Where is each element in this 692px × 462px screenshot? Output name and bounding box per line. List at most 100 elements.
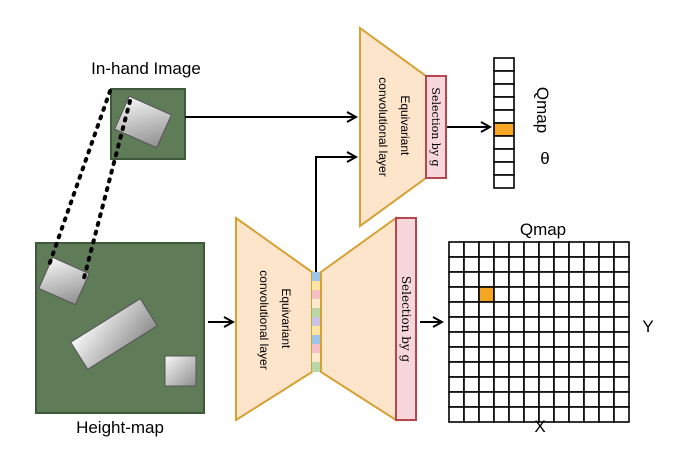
qmap-xy-cell [508,241,525,258]
qmap-xy-cell [598,286,615,303]
qmap-xy-cell [508,391,525,408]
qmap-xy-cell [583,286,600,303]
qmap-xy-cell [598,406,615,423]
qmap-xy-cell [493,331,510,348]
qmap-xy-cell [538,256,555,273]
qmap-xy-cell [478,346,495,363]
qmap-xy-cell [448,361,465,378]
qmap-xy-cell [523,376,540,393]
encoder-bottom-label: Equivariant convolutional layer [257,270,293,369]
theta-symbol: θ [540,149,549,168]
qmap-xy-cell [448,406,465,423]
qmap-xy-cell [448,256,465,273]
qmap-xy-cell [553,271,570,288]
projection-line-left [46,89,112,270]
qmap-xy-cell [613,241,630,258]
qmap-xy-cell [613,361,630,378]
qmap-xy-cell [583,361,600,378]
qmap-xy-cell [553,316,570,333]
qmap-xy-cell [463,271,480,288]
heightmap-object-small [38,256,90,306]
qmap-xy-cell [478,271,495,288]
selection-top-label: Selection by g [429,87,442,166]
qmap-theta-cell [493,96,515,111]
qmap-xy-grid [448,241,630,423]
qmap-xy-cell [493,286,510,303]
qmap-xy-cell [568,376,585,393]
qmap-xy-cell [583,406,600,423]
qmap-xy-cell [448,391,465,408]
qmap-xy-cell [508,271,525,288]
qmap-xy-cell [508,301,525,318]
qmap-xy-cell [493,406,510,423]
qmap-xy-cell [478,361,495,378]
qmap-xy-cell [568,316,585,333]
qmap-xy-cell [613,331,630,348]
qmap-theta-cell [493,148,515,163]
qmap-theta-cell [493,161,515,176]
qmap-xy-cell [553,241,570,258]
height-map-title: Height-map [76,418,164,437]
qmap-xy-cell [613,376,630,393]
qmap-xy-cell [508,376,525,393]
qmap-xy-cell [598,301,615,318]
heightmap-object-long [70,298,158,370]
qmap-xy-cell [553,286,570,303]
qmap-xy-cell [583,391,600,408]
encoder-top [359,26,427,228]
qmap-xy-selected-cell [478,286,495,303]
qmap-xy-cell [553,256,570,273]
qmap-xy-cell [523,346,540,363]
qmap-xy-cell [583,331,600,348]
qmap-xy-cell [523,256,540,273]
qmap-xy-cell [553,301,570,318]
qmap-xy-cell [568,331,585,348]
qmap-xy-cell [598,361,615,378]
qmap-xy-cell [493,256,510,273]
qmap-xy-cell [553,361,570,378]
qmap-xy-cell [538,391,555,408]
qmap-xy-cell [568,391,585,408]
qmap-xy-cell [598,346,615,363]
qmap-xy-cell [478,316,495,333]
qmap-xy-cell [553,346,570,363]
qmap-xy-cell [613,286,630,303]
qmap-theta-cell [493,174,515,189]
qmap-theta-cell [493,135,515,150]
qmap-xy-cell [538,361,555,378]
qmap-xy-cell [478,301,495,318]
qmap-xy-cell [448,301,465,318]
qmap-xy-cell [448,271,465,288]
qmap-xy-cell [613,406,630,423]
qmap-theta-selected-cell [493,122,515,137]
qmap-xy-cell [463,391,480,408]
qmap-xy-cell [463,331,480,348]
qmap-xy-cell [478,331,495,348]
qmap-xy-cell [598,391,615,408]
qmap-xy-cell [478,241,495,258]
qmap-xy-cell [583,316,600,333]
axis-x-label: X [534,417,545,436]
qmap-xy-cell [568,346,585,363]
qmap-xy-cell [568,271,585,288]
qmap-xy-cell [463,346,480,363]
qmap-xy-cell [538,286,555,303]
qmap-xy-cell [538,271,555,288]
selection-bar-top [425,75,447,179]
qmap-xy-cell [493,376,510,393]
qmap-xy-cell [508,256,525,273]
qmap-xy-cell [583,376,600,393]
qmap-xy-cell [598,271,615,288]
qmap-xy-cell [583,346,600,363]
qmap-xy-cell [523,316,540,333]
qmap-xy-cell [553,391,570,408]
qmap-xy-cell [613,301,630,318]
qmap-xy-cell [538,301,555,318]
qmap-xy-cell [523,286,540,303]
qmap-xy-cell [553,406,570,423]
qmap-xy-cell [478,256,495,273]
qmap-xy-cell [478,391,495,408]
decoder-bottom [320,216,397,422]
qmap-xy-cell [523,361,540,378]
